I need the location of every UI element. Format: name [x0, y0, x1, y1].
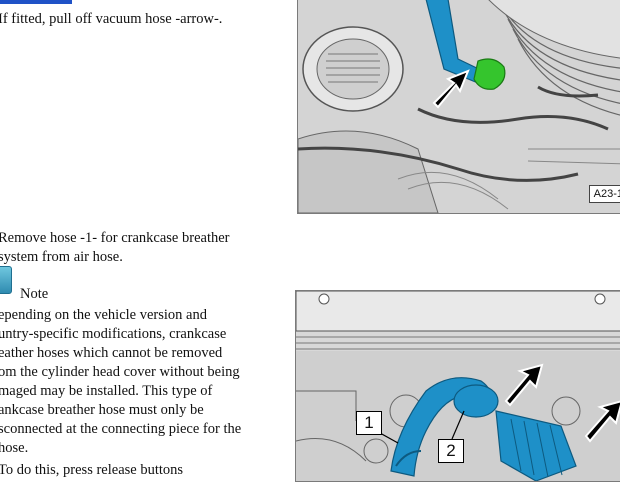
arrow-icon [504, 363, 544, 407]
engine-illustration-top [298, 0, 620, 213]
note-line-2: untry-specific modifications, crankcase [0, 326, 227, 342]
arrow-icon [584, 400, 620, 443]
step-breather-hose-line-2: system from air hose. [0, 249, 123, 265]
engine-figure-top: A23-1 [297, 0, 620, 214]
note-title: Note [20, 286, 49, 302]
note-line-6: ankcase breather hose must only be [0, 402, 204, 418]
note-line-7: sconnected at the connecting piece for t… [0, 421, 242, 437]
note-line-8: hose. [0, 440, 29, 456]
note-line-4: om the cylinder head cover without being [0, 364, 240, 380]
figure-label-top: A23-1 [588, 185, 620, 203]
step-vacuum-hose: If fitted, pull off vacuum hose -arrow-. [0, 11, 223, 27]
link-underline[interactable] [0, 0, 72, 4]
arrow-icon [432, 69, 470, 109]
note-icon [0, 266, 12, 294]
engine-figure-bottom: 1 2 [295, 290, 620, 482]
callout-1: 1 [356, 411, 382, 435]
step-release-buttons: To do this, press release buttons [0, 462, 184, 478]
note-line-3: eather hoses which cannot be removed [0, 345, 223, 361]
note-line-5: maged may be installed. This type of [0, 383, 213, 399]
step-breather-hose-line-1: Remove hose -1- for crankcase breather [0, 230, 230, 246]
callout-2: 2 [438, 439, 464, 463]
note-line-1: epending on the vehicle version and [0, 307, 207, 323]
